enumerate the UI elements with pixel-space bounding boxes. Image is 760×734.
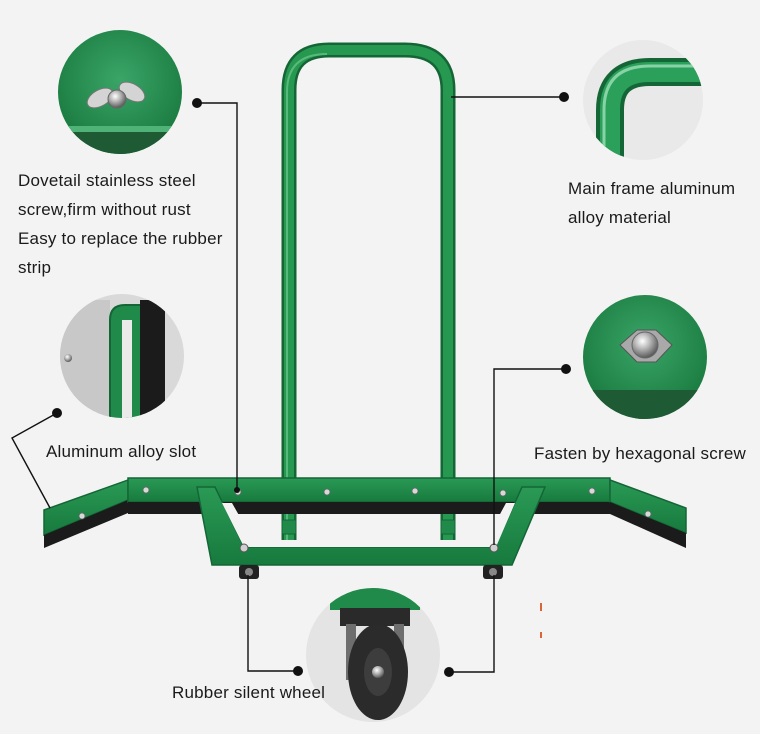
squeegee-blade: [43, 477, 687, 548]
stray-marks: [540, 603, 542, 638]
label-dovetail-screw-line1: Dovetail stainless steel: [18, 171, 196, 190]
label-rubber-wheel: Rubber silent wheel: [172, 683, 326, 702]
base-frame: [196, 486, 547, 566]
label-dovetail-screw: Dovetail stainless steel screw,firm with…: [18, 166, 223, 282]
label-main-frame-line2: alloy material: [568, 208, 671, 227]
label-main-frame: Main frame aluminum alloy material: [568, 174, 735, 232]
cap-nut-icon: [583, 295, 707, 419]
label-dovetail-screw-line4: strip: [18, 258, 52, 277]
label-hexagonal-screw: Fasten by hexagonal screw: [534, 444, 746, 463]
label-dovetail-screw-line3: Easy to replace the rubber: [18, 229, 223, 248]
label-aluminum-slot: Aluminum alloy slot: [46, 442, 197, 461]
leader-lines: [11, 96, 566, 673]
slot-profile-icon: [60, 294, 184, 418]
wing-nut-icon: [58, 30, 182, 154]
tube-bend-icon: [583, 40, 703, 160]
leader-dots: [52, 92, 571, 677]
label-main-frame-line1: Main frame aluminum: [568, 179, 736, 198]
caster-wheel-icon: [306, 588, 440, 722]
base-casters: [239, 565, 503, 579]
label-dovetail-screw-line2: screw,firm without rust: [18, 200, 191, 219]
handle-frame: [281, 42, 456, 563]
